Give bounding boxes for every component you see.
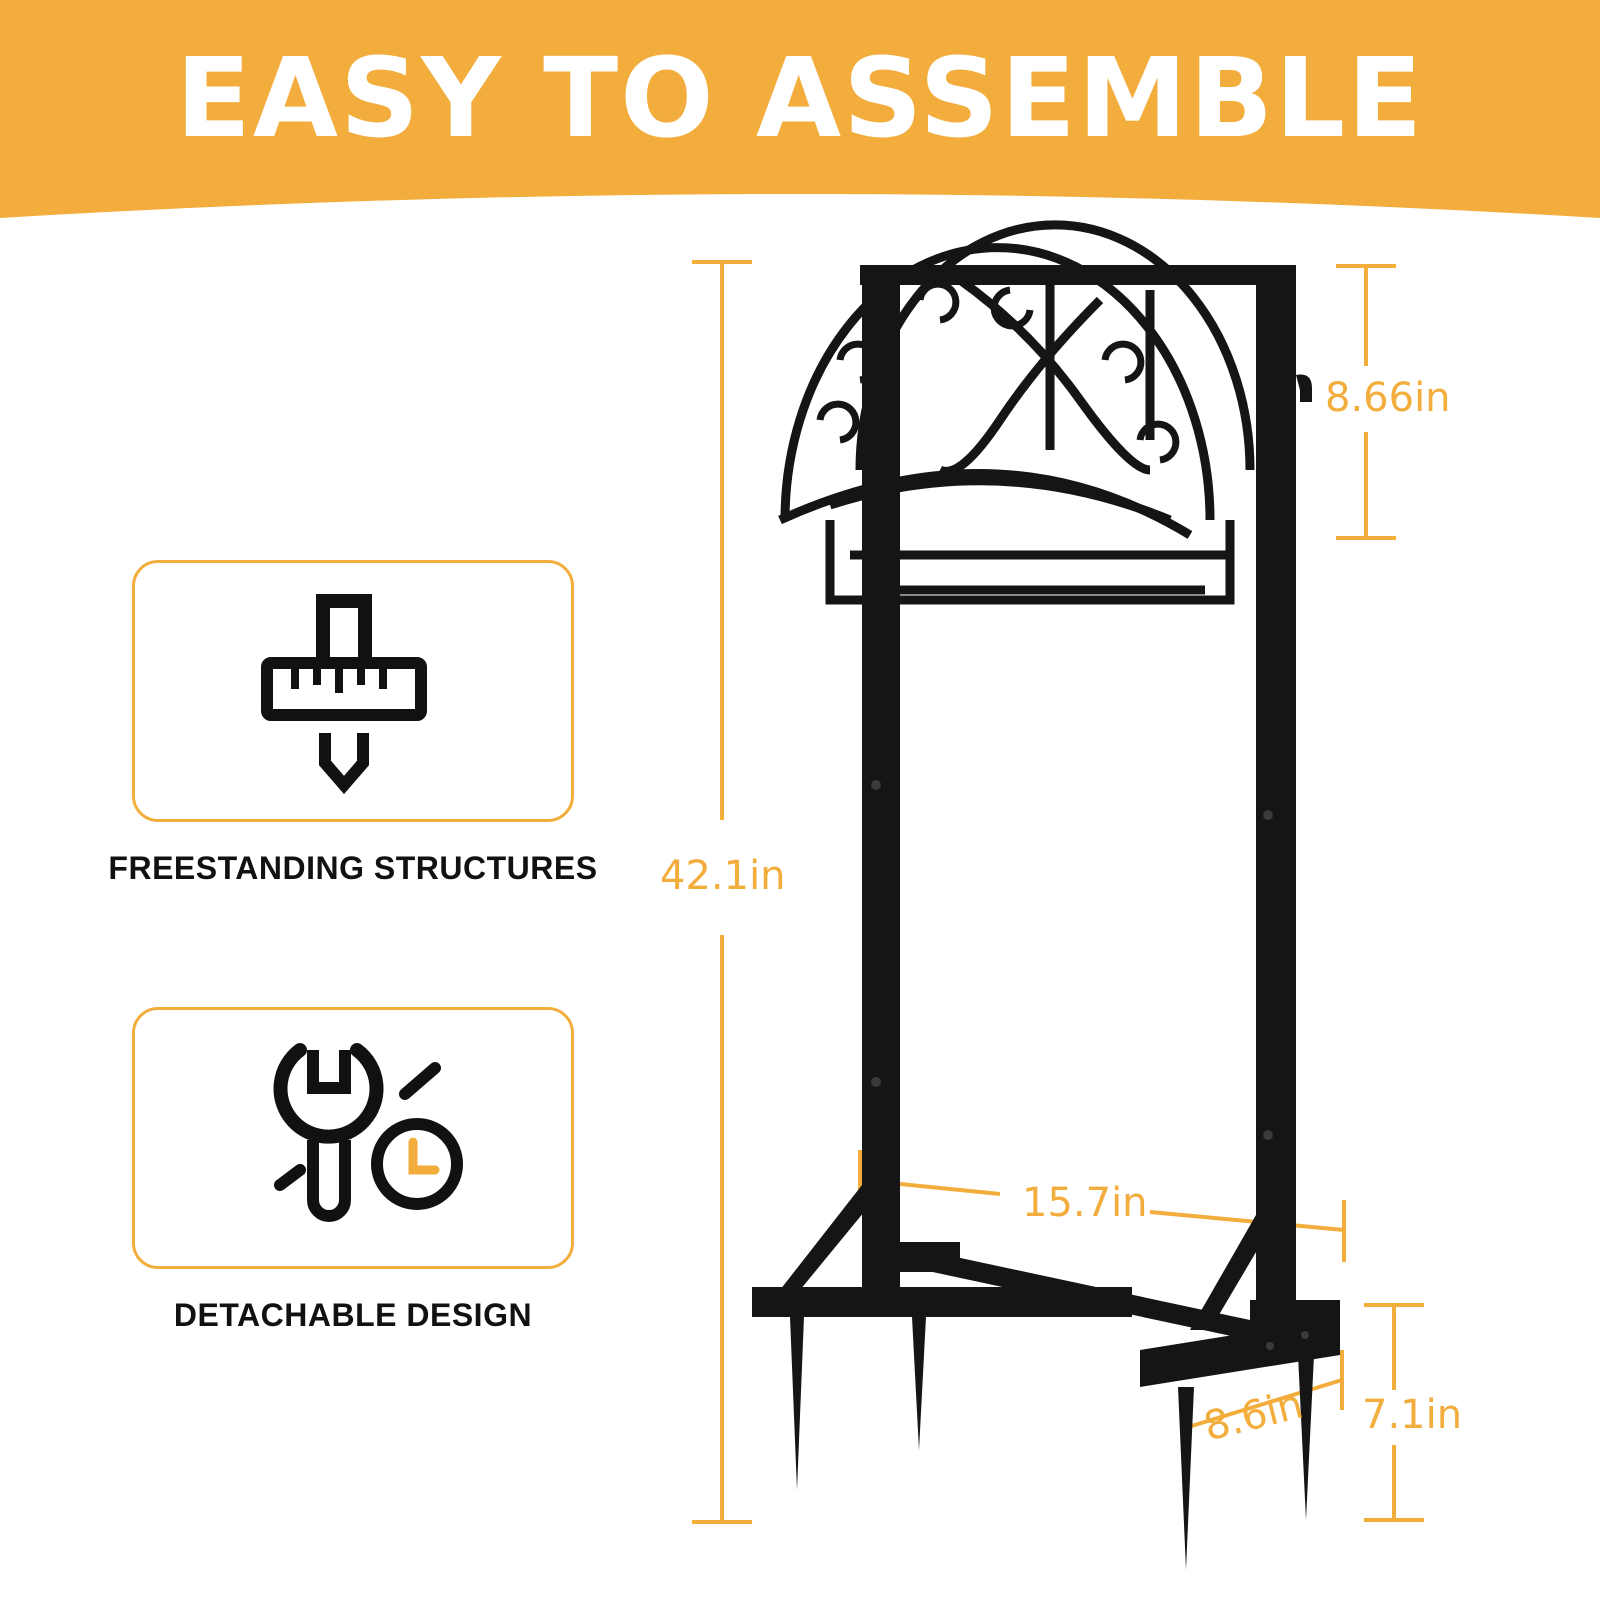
feature-label-freestanding: FREESTANDING STRUCTURES: [108, 850, 598, 886]
dimension-height: 42.1in: [660, 853, 786, 899]
dimension-lines: [692, 260, 1424, 1524]
page-title: EASY TO ASSEMBLE: [175, 34, 1425, 162]
feature-card-freestanding: [132, 560, 574, 822]
dimension-foot-height: 7.1in: [1362, 1392, 1463, 1438]
reel-scrollwork: [816, 280, 1180, 464]
wrench-clock-icon: [273, 1043, 463, 1222]
feature-label-detachable: DETACHABLE DESIGN: [173, 1297, 533, 1333]
dimension-width: 15.7in: [1022, 1180, 1148, 1226]
header-banner: [0, 0, 1600, 218]
stand-frame: [752, 265, 1340, 1570]
ruler-pencil-icon: [261, 594, 427, 795]
hose-reel: [778, 220, 1255, 605]
feature-card-detachable: [132, 1007, 574, 1269]
frame-bolts: [871, 780, 1309, 1350]
dimension-reel-height: 8.66in: [1325, 375, 1451, 421]
